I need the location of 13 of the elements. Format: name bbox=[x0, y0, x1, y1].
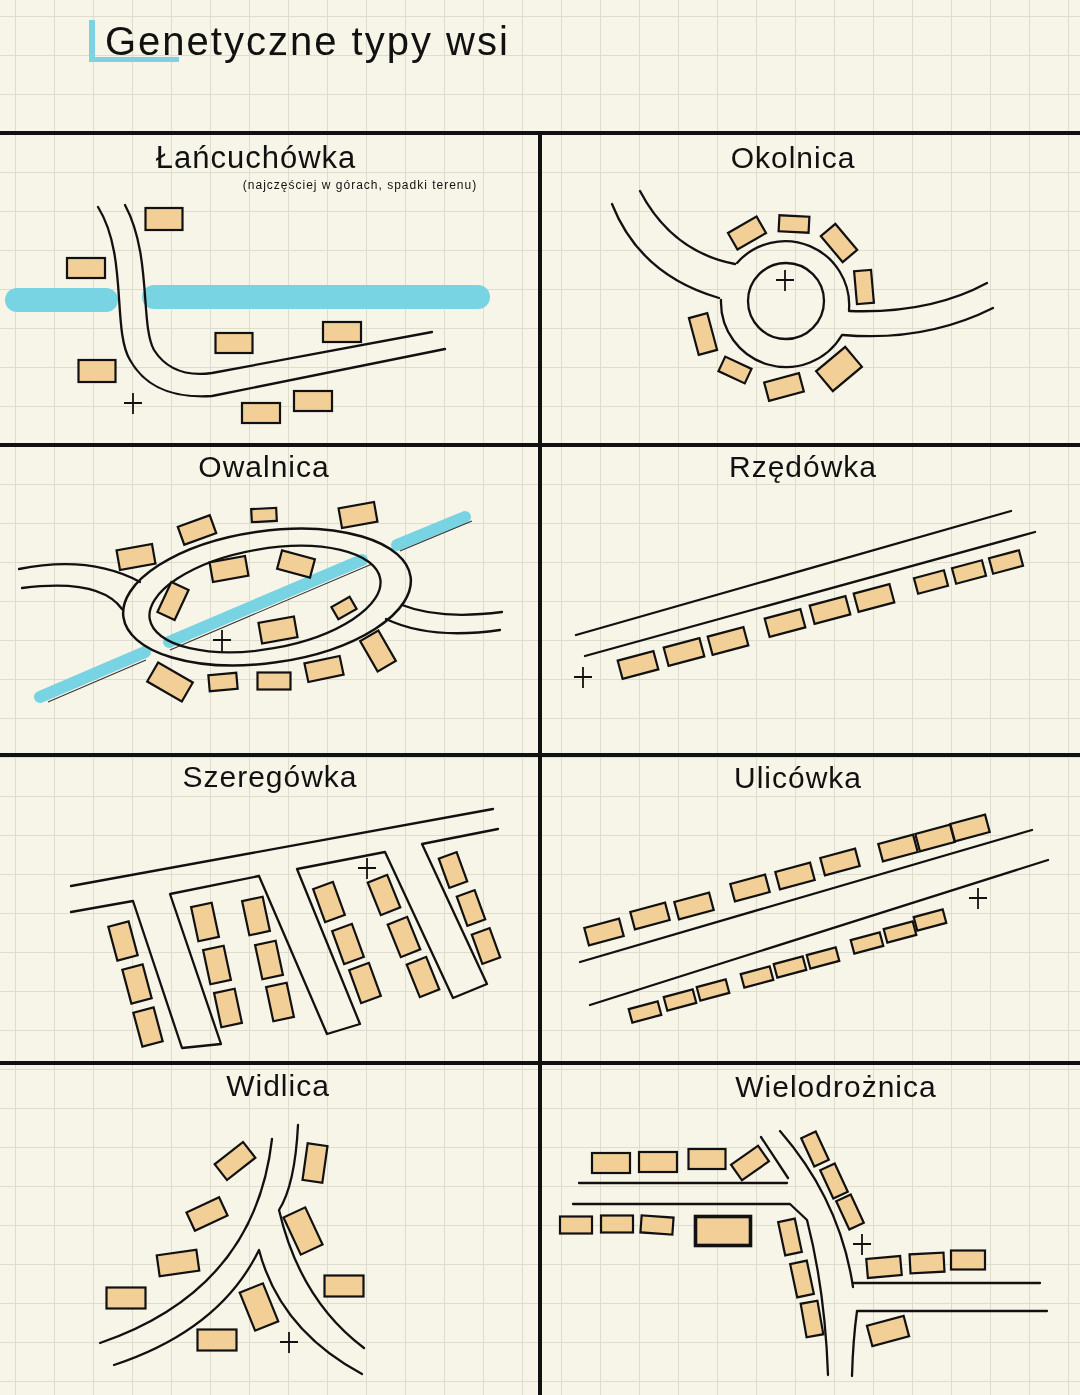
village-type-panel bbox=[0, 131, 542, 443]
panel-heading: Ulicówka bbox=[734, 762, 862, 794]
village-type-panel bbox=[0, 1061, 542, 1395]
panel-heading: Owalnica bbox=[198, 451, 330, 483]
village-type-panel bbox=[0, 753, 542, 1061]
panel-heading: Wielodrożnica bbox=[735, 1071, 937, 1103]
panel-heading: Okolnica bbox=[730, 142, 856, 174]
village-type-panel bbox=[0, 443, 542, 753]
panel-heading: Rzędówka bbox=[728, 451, 878, 483]
panel-heading: Szeregówka bbox=[182, 761, 358, 793]
panel-heading: Widlica bbox=[226, 1070, 330, 1102]
panel-heading: Łańcuchówka bbox=[155, 142, 357, 175]
panel-note: (najczęściej w górach, spadki terenu) bbox=[242, 179, 478, 192]
